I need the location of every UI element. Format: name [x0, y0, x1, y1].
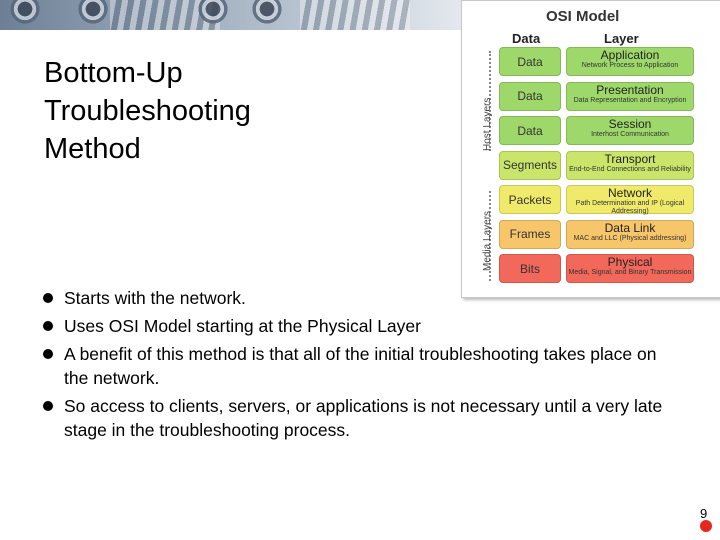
- osi-layer-name: Presentation: [596, 82, 664, 97]
- title-line: Bottom-Up: [44, 57, 183, 89]
- bullet-item: Uses OSI Model starting at the Physical …: [40, 314, 680, 338]
- banner-streak: [300, 0, 410, 30]
- col-head-layer: Layer: [604, 31, 639, 46]
- osi-layer-desc: Data Representation and Encryption: [573, 96, 687, 104]
- osi-data-unit: Bits: [499, 254, 561, 283]
- bullet-list: Starts with the network. Uses OSI Model …: [40, 286, 680, 446]
- host-layers-label: Host Layers: [482, 97, 493, 151]
- title-line: Method: [44, 133, 141, 165]
- osi-data-unit: Packets: [499, 185, 561, 214]
- osi-layer-desc: Interhost Communication: [591, 131, 669, 138]
- osi-data-unit: Data: [499, 47, 561, 76]
- osi-layer-name: Network: [607, 186, 652, 200]
- osi-layer-name: Physical: [607, 255, 653, 269]
- osi-layer-name: Transport: [604, 151, 656, 166]
- osi-data-unit: Data: [499, 81, 561, 111]
- title-line: Troubleshooting: [44, 95, 251, 127]
- slide-title: Bottom-Up Troubleshooting Method: [44, 54, 344, 168]
- gear-icon: [8, 0, 42, 26]
- bullet-item: A benefit of this method is that all of …: [40, 342, 680, 390]
- gear-icon: [196, 0, 230, 26]
- osi-layer-name: Data Link: [604, 220, 656, 235]
- osi-layer-desc: Path Determination and IP (Logical Addre…: [575, 200, 685, 215]
- bullet-item: So access to clients, servers, or applic…: [40, 394, 680, 442]
- bullet-item: Starts with the network.: [40, 286, 680, 310]
- gear-icon: [76, 0, 110, 26]
- osi-data-unit: Frames: [499, 219, 561, 249]
- osi-layer-desc: Network Process to Application: [581, 62, 679, 69]
- page-number: 9: [700, 506, 708, 521]
- osi-data-unit: Segments: [499, 150, 561, 180]
- osi-layer-desc: MAC and LLC (Physical addressing): [573, 234, 687, 242]
- media-layers-label: Media Layers: [482, 210, 493, 271]
- osi-title: OSI Model: [546, 8, 620, 25]
- gear-icon: [250, 0, 284, 26]
- osi-data-unit: Data: [499, 116, 561, 145]
- osi-layer-desc: Media, Signal, and Binary Transmission: [568, 269, 692, 276]
- host-bracket: [489, 51, 496, 151]
- osi-layer-desc: End-to-End Connections and Reliability: [569, 165, 691, 173]
- osi-model-diagram: OSI Model Data Layer Host Layers Media L…: [461, 0, 720, 298]
- osi-layer-name: Session: [608, 117, 652, 131]
- corner-dot: [700, 520, 712, 532]
- osi-layer-name: Application: [600, 48, 660, 62]
- header-banner: [0, 0, 470, 30]
- col-head-data: Data: [512, 31, 541, 46]
- media-bracket: [489, 191, 496, 281]
